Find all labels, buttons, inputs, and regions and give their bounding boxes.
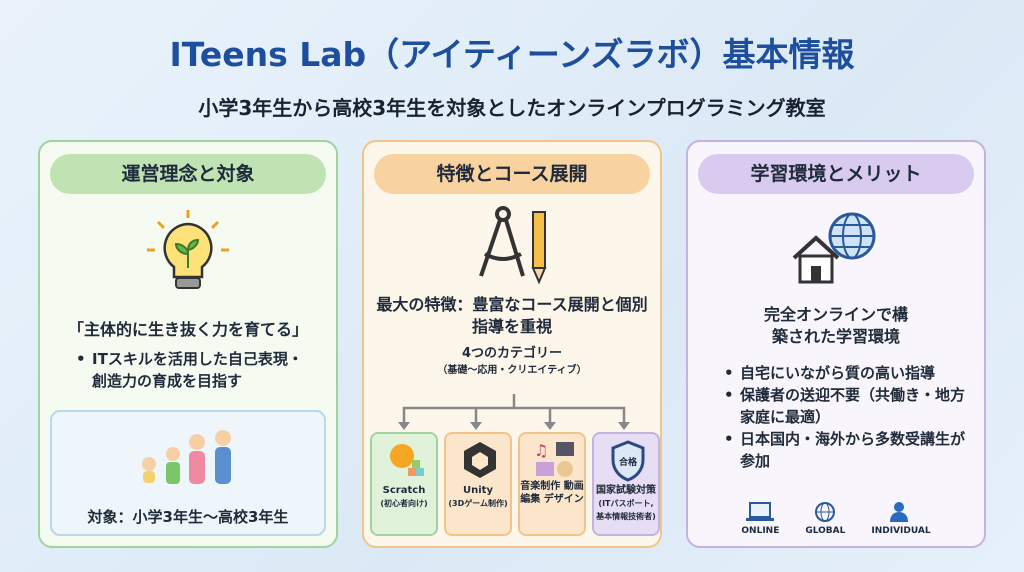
bullet: ITスキルを活用した自己表現・創造力の育成を目指す bbox=[72, 348, 312, 392]
motto: 「主体的に生き抜く力を育てる」 bbox=[67, 320, 308, 339]
lightbulb-icon bbox=[147, 210, 229, 289]
categories-subtitle: （基礎〜応用・クリエイティブ） bbox=[437, 365, 587, 376]
branch-arrows bbox=[398, 394, 630, 430]
category-unity: Unity(3Dゲーム制作) bbox=[444, 432, 512, 536]
person-icon bbox=[889, 502, 908, 522]
philosophy-panel: 運営理念と対象 「主体的に生き抜く力を育てる」 ITスキルを活用した自己表現・創… bbox=[38, 140, 338, 548]
feature-legend: ONLINE GLOBAL INDIVIDUAL bbox=[688, 501, 984, 536]
unity-icon bbox=[464, 442, 496, 478]
features-panel: 特徴とコース展開 最大の特徴：豊富なコース展開と個別指導を重視 4つのカテゴリー… bbox=[362, 140, 662, 548]
category-creative: ♫ 音楽制作 動画編集 デザイン bbox=[518, 432, 586, 536]
category-exam: 合格 国家試験対策(ITパスポート, 基本情報技術者) bbox=[592, 432, 660, 536]
home-globe-icon bbox=[792, 212, 876, 284]
page-title: ITeens Lab（アイティーンズラボ）基本情報 bbox=[169, 35, 855, 74]
target-text: 対象：小学3年生〜高校3年生 bbox=[87, 508, 289, 526]
family-icon bbox=[142, 430, 231, 484]
environment-panel: 学習環境とメリット 完全オンラインで構築された学習環境 自宅にいながら質の高い指… bbox=[686, 140, 986, 548]
environment-lead: 完全オンラインで構築された学習環境 bbox=[763, 305, 908, 346]
bullet: 保護者の送迎不要（共働き・地方家庭に最適） bbox=[720, 384, 970, 428]
compass-pencil-icon bbox=[479, 206, 547, 284]
main-feature: 最大の特徴：豊富なコース展開と個別指導を重視 bbox=[376, 295, 648, 336]
bullet: 日本国内・海外から多数受講生が参加 bbox=[720, 428, 970, 472]
media-icons: ♫ bbox=[534, 441, 574, 477]
scratch-cat-icon bbox=[390, 444, 424, 476]
laptop-icon bbox=[746, 502, 775, 521]
shield-badge-icon: 合格 bbox=[611, 440, 645, 482]
target-box: 対象：小学3年生〜高校3年生 bbox=[50, 410, 326, 536]
globe-icon bbox=[815, 502, 836, 522]
page-subtitle: 小学3年生から高校3年生を対象としたオンラインプログラミング教室 bbox=[198, 96, 826, 120]
panel-header: 運営理念と対象 bbox=[50, 154, 326, 194]
bullet: 自宅にいながら質の高い指導 bbox=[720, 362, 970, 384]
category-scratch: Scratch(初心者向け) bbox=[370, 432, 438, 536]
panel-header: 学習環境とメリット bbox=[698, 154, 974, 194]
categories-title: 4つのカテゴリー bbox=[461, 346, 563, 361]
panel-header: 特徴とコース展開 bbox=[374, 154, 650, 194]
svg-text:合格: 合格 bbox=[619, 456, 638, 468]
svg-text:♫: ♫ bbox=[534, 441, 548, 460]
